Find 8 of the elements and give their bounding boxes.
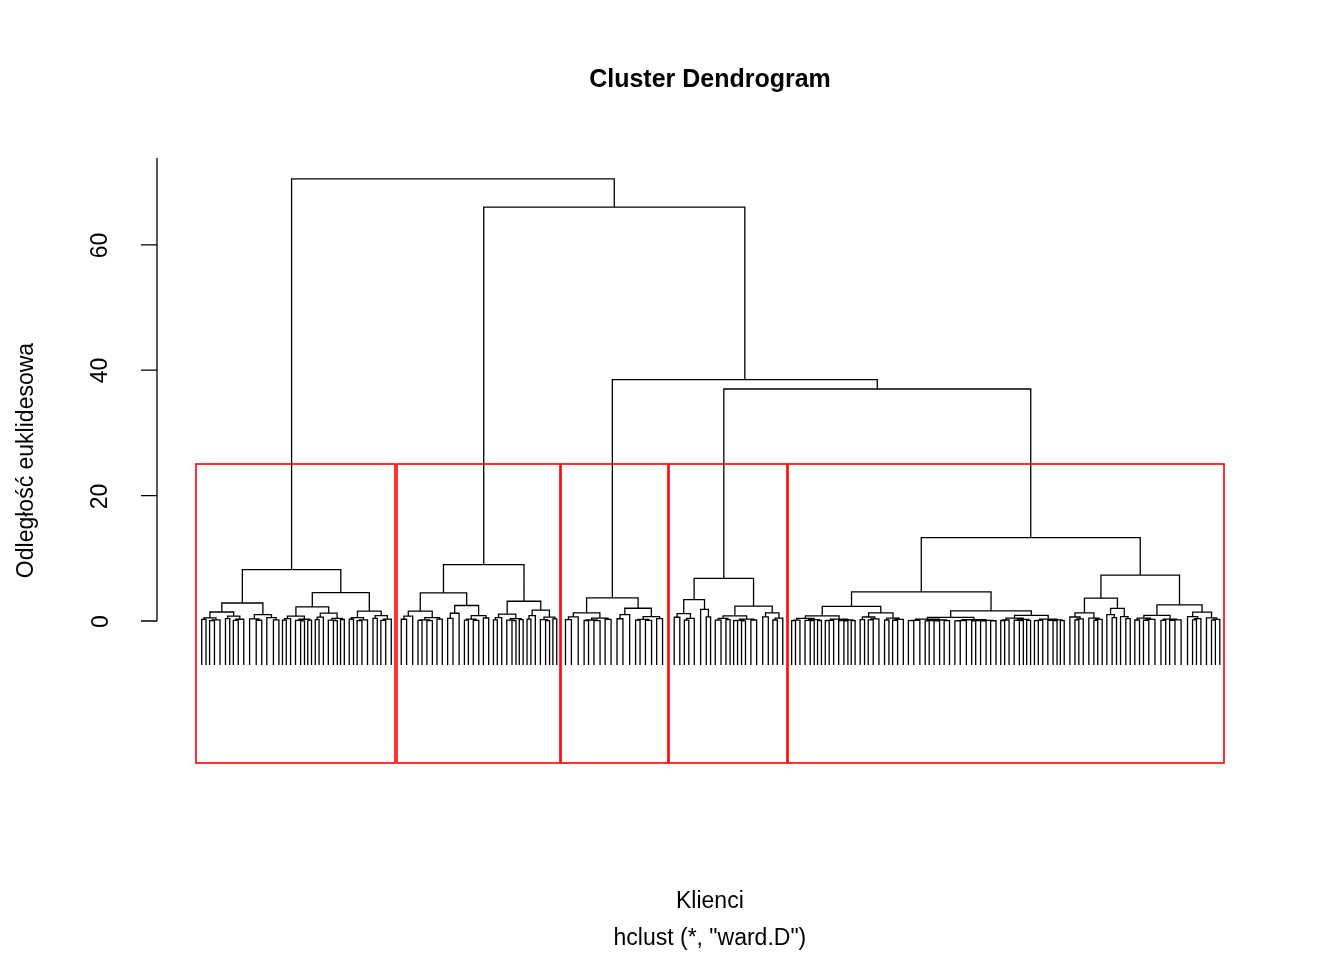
tick-label: 60 — [88, 232, 112, 258]
tick-label: 20 — [88, 483, 112, 509]
tick-label: 40 — [88, 357, 112, 383]
tick-label: 0 — [88, 614, 112, 628]
axis-title: Klienci — [676, 888, 744, 912]
axis-title: Odległość euklidesowa — [13, 342, 37, 578]
chart-title: Cluster Dendrogram — [588, 66, 832, 91]
caption: hclust (*, "ward.D") — [613, 926, 807, 949]
